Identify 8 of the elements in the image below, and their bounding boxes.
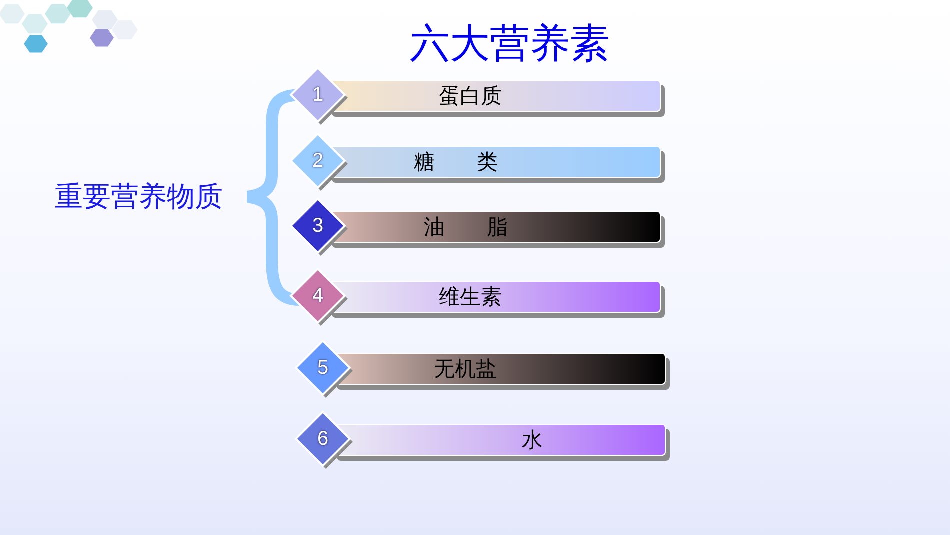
item-number: 6	[316, 428, 330, 450]
title: 六大营养素	[410, 20, 610, 69]
topic-label: 重要营养物质	[55, 178, 223, 216]
item-number: 2	[311, 150, 325, 172]
item-number: 1	[311, 84, 325, 106]
item-number: 4	[311, 285, 325, 307]
item-number: 3	[311, 215, 325, 237]
item-number: 5	[316, 357, 330, 379]
